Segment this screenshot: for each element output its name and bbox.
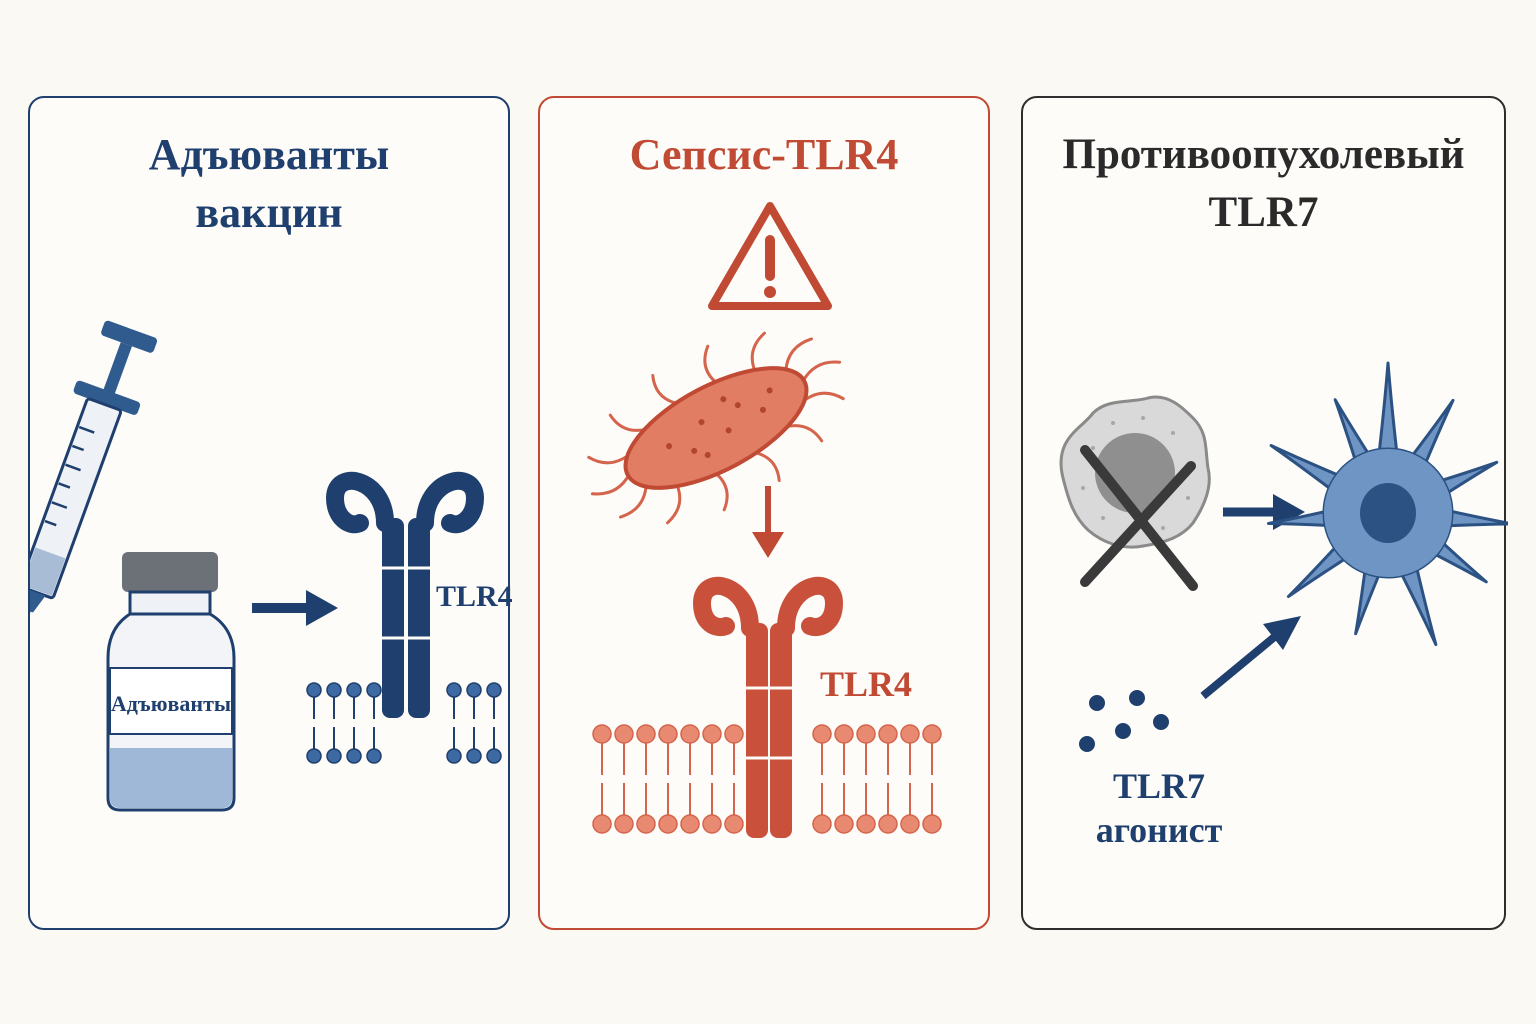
arrow-diagonal-icon: [1200, 616, 1301, 700]
tlr4-receptor-icon: [692, 576, 844, 838]
arrow-down-icon: [752, 486, 784, 558]
agonist-dots-icon: [1079, 690, 1169, 752]
antitumor-illustration: TLR7 агонист: [1059, 361, 1508, 850]
receptor-label: TLR4: [820, 664, 912, 704]
arrow-right-icon: [252, 590, 338, 626]
agonist-label-line-2: агонист: [1096, 810, 1223, 850]
tlr4-receptor-icon: [325, 471, 485, 718]
vaccine-illustration: Адъюванты TLR4: [30, 320, 512, 812]
bacterium-icon: [587, 331, 845, 525]
panel-sepsis-tlr4: Сепсис-TLR4: [538, 96, 990, 930]
membrane-icon: [306, 682, 502, 764]
title-line-1: Противоопухолевый: [1062, 131, 1465, 178]
membrane-icon: [592, 724, 942, 834]
agonist-label-line-1: TLR7: [1113, 766, 1205, 806]
panel-title: Адъюванты вакцин: [30, 126, 508, 242]
sepsis-illustration: TLR4: [587, 202, 942, 838]
warning-triangle-icon: [708, 202, 832, 310]
panel-vaccine-adjuvants: Адъюванты вакцин: [28, 96, 512, 930]
syringe-icon: [30, 320, 158, 697]
vial-icon: Адъюванты: [106, 552, 236, 812]
receptor-label: TLR4: [436, 580, 512, 613]
panel-title: Противоопухолевый TLR7: [1023, 126, 1504, 242]
title-line-2: TLR7: [1208, 189, 1319, 236]
title-line-1: Адъюванты: [148, 130, 390, 179]
title-line-2: вакцин: [195, 188, 343, 237]
vial-label: Адъюванты: [111, 691, 231, 716]
panel-antitumor-tlr7: Противоопухолевый TLR7: [1021, 96, 1508, 930]
dendritic-cell-icon: [1266, 361, 1508, 647]
cross-mark-icon: [1080, 445, 1198, 591]
panel-title: Сепсис-TLR4: [629, 130, 899, 179]
